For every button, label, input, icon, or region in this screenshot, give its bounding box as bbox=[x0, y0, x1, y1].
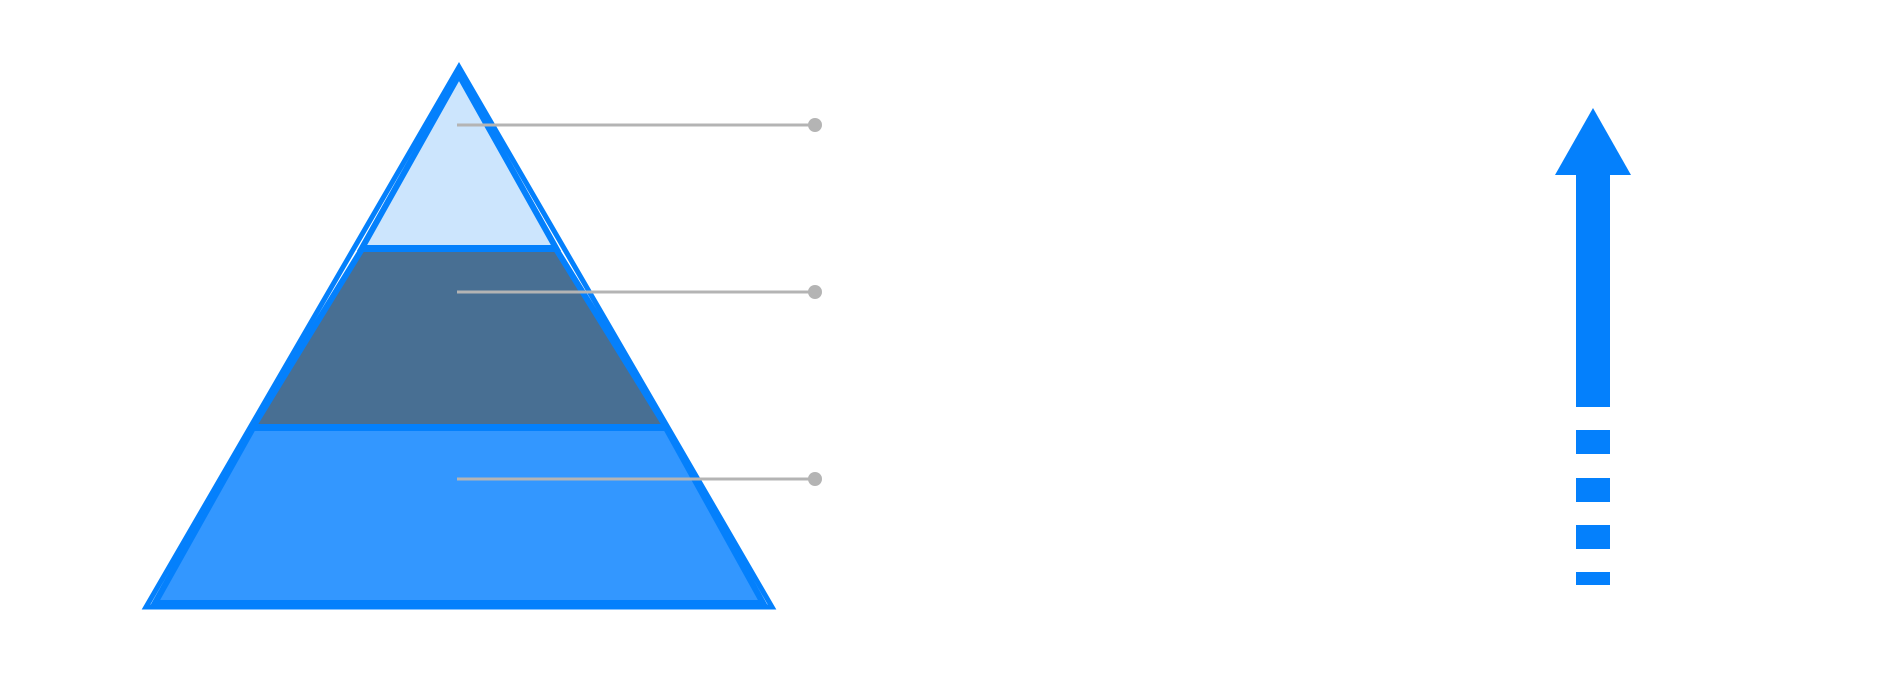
leader-line-bottom bbox=[457, 472, 822, 486]
up-arrow-icon bbox=[1555, 108, 1631, 585]
leader-dot-top bbox=[808, 118, 822, 132]
leader-dot-middle bbox=[808, 285, 822, 299]
leader-dot-bottom bbox=[808, 472, 822, 486]
pyramid-outline bbox=[141, 62, 777, 610]
arrow-shaft bbox=[1576, 174, 1610, 407]
arrow-dash-2 bbox=[1576, 478, 1610, 502]
arrow-dash-3 bbox=[1576, 525, 1610, 549]
arrow-dash-4 bbox=[1576, 572, 1610, 585]
leader-line-middle bbox=[457, 285, 822, 299]
leader-line-top bbox=[457, 118, 822, 132]
pyramid-level-top bbox=[356, 68, 562, 251]
pyramid-level-bottom bbox=[149, 425, 769, 606]
arrow-dash-1 bbox=[1576, 430, 1610, 454]
pyramid-level-middle bbox=[247, 246, 672, 430]
arrow-head bbox=[1555, 108, 1631, 175]
